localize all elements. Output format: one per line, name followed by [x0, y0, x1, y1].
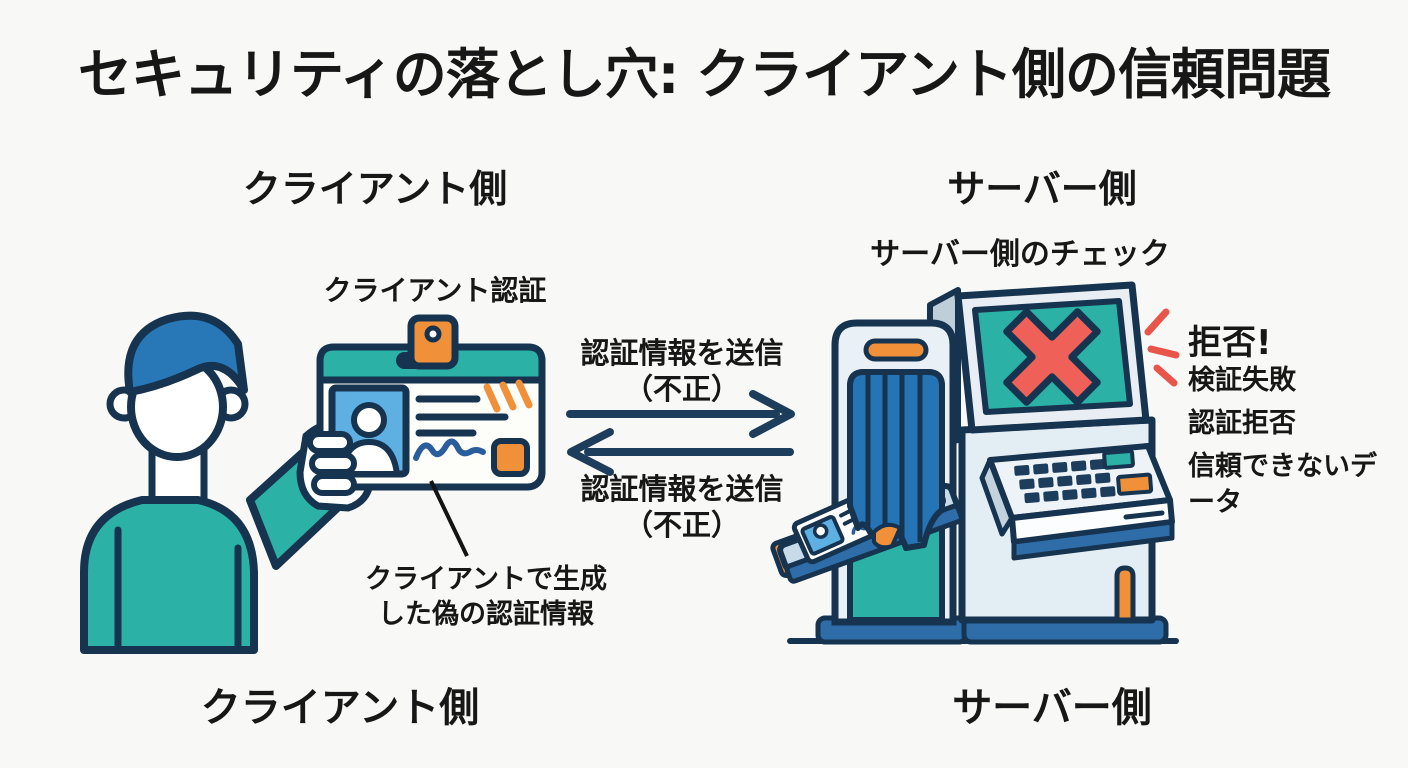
request-arrow-label-line1: 認証情報を送信: [580, 336, 784, 370]
card-orange-slashes: [483, 379, 533, 413]
red-x-icon: [1003, 308, 1101, 406]
teal-button: [1102, 448, 1135, 470]
card-chip: [491, 438, 530, 477]
client-auth-label: クライアント認証: [323, 274, 547, 307]
curtain-flap: [872, 522, 903, 550]
signature-squiggle: [413, 438, 486, 461]
response-arrow-left-icon: [567, 428, 794, 476]
rejection-reason: 信頼できないデータ: [1188, 451, 1377, 518]
response-arrow-label-line1: 認証情報を送信: [580, 472, 784, 506]
orange-slot: [1114, 565, 1136, 623]
client-side-bottom-label: クライアント側: [200, 685, 480, 731]
request-arrow-label-line2: （不正）: [623, 372, 740, 406]
curtain-strips: [865, 375, 923, 543]
fake-credential-annotation-line2: した偽の認証情報: [378, 599, 594, 630]
rejection-reason: 検証失敗: [1188, 365, 1296, 396]
server-check-label: サーバー側のチェック: [870, 237, 1170, 272]
card-text-lines: [415, 395, 509, 437]
scanner-curtain: [847, 369, 945, 551]
red-alert-dashes-icon: [1144, 308, 1180, 387]
client-side-top-label: クライアント側: [242, 167, 508, 211]
response-arrow-label-line2: （不正）: [623, 508, 740, 542]
keypad-console: [979, 443, 1175, 561]
fake-credential-annotation-line1: クライアントで生成: [365, 564, 607, 595]
server-side-top-label: サーバー側: [947, 167, 1137, 211]
server-side-bottom-label: サーバー側: [952, 685, 1152, 731]
rejection-headline: 拒否!: [1188, 323, 1272, 363]
keypad-keys: [1014, 459, 1116, 504]
orange-button: [1116, 472, 1154, 496]
page-title: セキュリティの落とし穴: クライアント側の信頼問題: [78, 43, 1331, 106]
request-arrow-right-icon: [566, 390, 795, 438]
annotation-line: [429, 480, 469, 557]
feed-slot: [863, 338, 929, 362]
hair: [124, 311, 248, 396]
kiosk-icon: [770, 281, 1179, 645]
fingers: [307, 431, 357, 496]
rejection-reason: 認証拒否: [1188, 408, 1296, 439]
id-card-icon: [316, 314, 546, 491]
